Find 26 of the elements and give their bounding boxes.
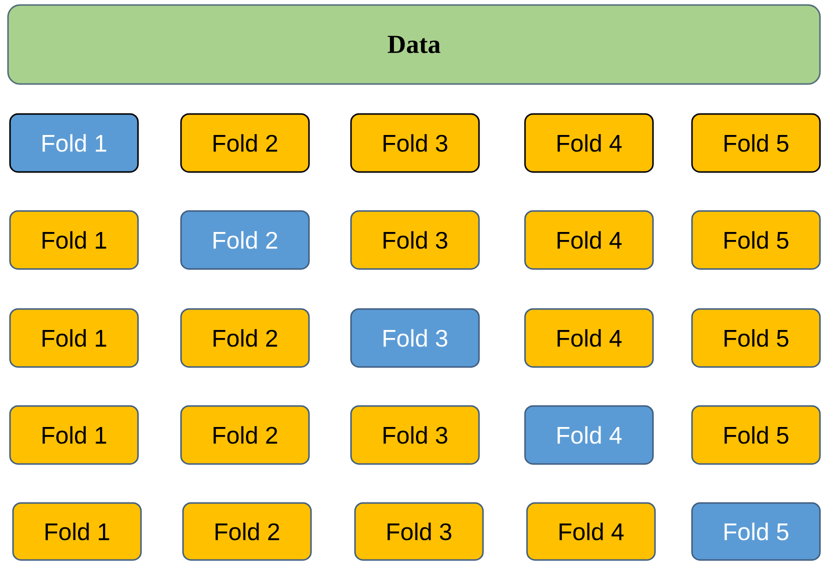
fold-box: Fold 1 [9, 405, 139, 465]
fold-box: Fold 5 [691, 405, 821, 465]
fold-box: Fold 3 [350, 113, 480, 173]
fold-box: Fold 4 [524, 308, 654, 368]
fold-box: Fold 4 [524, 113, 654, 173]
fold-box: Fold 2 [180, 113, 310, 173]
fold-box: Fold 4 [524, 405, 654, 465]
fold-box: Fold 4 [526, 502, 656, 561]
fold-box: Fold 3 [350, 308, 480, 368]
fold-box: Fold 1 [9, 210, 139, 270]
fold-box: Fold 1 [9, 308, 139, 368]
fold-box: Fold 3 [350, 210, 480, 270]
fold-box: Fold 3 [354, 502, 484, 561]
fold-box: Fold 2 [180, 405, 310, 465]
fold-box: Fold 5 [691, 210, 821, 270]
fold-box: Fold 5 [691, 308, 821, 368]
fold-box: Fold 5 [691, 113, 821, 173]
fold-box: Fold 5 [691, 502, 821, 561]
fold-box: Fold 3 [350, 405, 480, 465]
fold-box: Fold 2 [180, 210, 310, 270]
fold-box: Fold 2 [180, 308, 310, 368]
fold-box: Fold 4 [524, 210, 654, 270]
fold-box: Fold 1 [12, 502, 142, 561]
data-bar: Data [7, 4, 821, 85]
fold-box: Fold 1 [9, 113, 139, 173]
fold-box: Fold 2 [182, 502, 312, 561]
